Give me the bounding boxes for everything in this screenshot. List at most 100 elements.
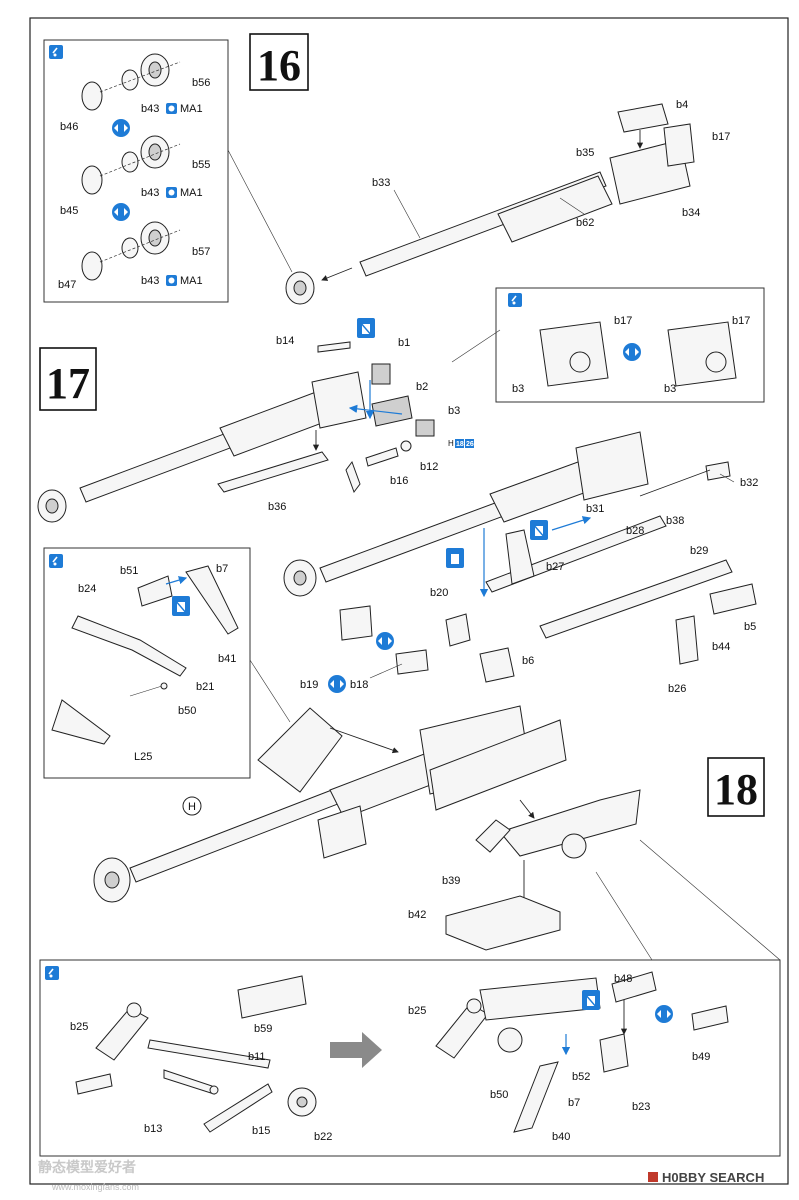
label-b17: b17 [614, 315, 632, 327]
label-b43: b43 [141, 103, 159, 115]
barrel-b33 [285, 171, 613, 305]
label-b12: b12 [420, 461, 438, 473]
step-18: 18 H b39 b42 [93, 705, 781, 961]
page-border [29, 17, 789, 1185]
label-b26: b26 [668, 683, 686, 695]
no-glue-icon [582, 990, 600, 1010]
step-17-inset-b3: b17 b17 b3 b3 [451, 287, 765, 403]
label-b24: b24 [78, 583, 96, 595]
paint-code-label: MA1 [180, 103, 203, 115]
label-b56: b56 [192, 77, 210, 89]
label-b23: b23 [632, 1101, 650, 1113]
parts-b12-b16 [345, 440, 412, 494]
step-16-box [249, 33, 309, 91]
label-b35: b35 [576, 147, 594, 159]
label-b15: b15 [252, 1125, 270, 1137]
step-17-number: 17 [46, 359, 90, 408]
label-b50: b50 [490, 1089, 508, 1101]
barrel-assembly-17a [37, 371, 367, 523]
label-b6: b6 [522, 655, 534, 667]
both-sides-icon [623, 343, 641, 361]
label-b62: b62 [576, 217, 594, 229]
label-b29: b29 [690, 545, 708, 557]
label-b47: b47 [58, 279, 76, 291]
ref-badge-n1: 18 [456, 441, 464, 448]
label-b33: b33 [372, 177, 390, 189]
arrow-icon [330, 1032, 382, 1068]
label-b7: b7 [568, 1097, 580, 1109]
tip-icon [49, 45, 63, 59]
label-b17: b17 [732, 315, 750, 327]
label-L25: L25 [134, 751, 152, 763]
tip-icon [508, 293, 522, 307]
label-b25: b25 [70, 1021, 88, 1033]
label-b13: b13 [144, 1123, 162, 1135]
both-sides-icon [376, 632, 394, 650]
label-b42: b42 [408, 909, 426, 921]
label-b43: b43 [141, 187, 159, 199]
label-b3: b3 [664, 383, 676, 395]
label-b45: b45 [60, 205, 78, 217]
label-b3: b3 [448, 405, 460, 417]
label-b2: b2 [416, 381, 428, 393]
label-b4: b4 [676, 99, 688, 111]
label-b31: b31 [586, 503, 604, 515]
no-glue-icon [172, 596, 190, 616]
label-b51: b51 [120, 565, 138, 577]
label-b48: b48 [614, 973, 632, 985]
label-b16: b16 [390, 475, 408, 487]
step-16-number: 16 [257, 41, 301, 90]
label-b18: b18 [350, 679, 368, 691]
label-b46: b46 [60, 121, 78, 133]
label-b1: b1 [398, 337, 410, 349]
trail-b36 [217, 430, 329, 493]
label-b20: b20 [430, 587, 448, 599]
glue-icon [446, 548, 464, 568]
step-18-inset-bottom: b25 b59 b11 b13 b15 b22 b25 b48 b49 b52 [39, 959, 781, 1157]
breech-block [609, 103, 695, 205]
both-sides-icon [112, 203, 130, 221]
trail-right [475, 789, 641, 921]
label-b3: b3 [512, 383, 524, 395]
no-glue-icon [357, 318, 375, 338]
both-sides-icon [112, 119, 130, 137]
label-b39: b39 [442, 875, 460, 887]
label-b27: b27 [546, 561, 564, 573]
label-b34: b34 [682, 207, 700, 219]
step-16: 16 [43, 33, 730, 305]
hobby-search-logo: H0BBY SEARCH [648, 1170, 764, 1185]
ref-badge-n2: 26 [466, 441, 474, 448]
both-sides-icon [328, 675, 346, 693]
label-b52: b52 [572, 1071, 590, 1083]
label-b44: b44 [712, 641, 730, 653]
label-b14: b14 [276, 335, 294, 347]
hobby-search-text: H0BBY SEARCH [662, 1170, 764, 1185]
paint-icon [166, 275, 177, 286]
tip-icon [49, 554, 63, 568]
label-b28: b28 [626, 525, 644, 537]
parts-b1-b2-b3 [348, 363, 435, 437]
ref-badge-letter: H [448, 439, 454, 448]
step-18-number: 18 [714, 765, 758, 814]
label-b43: b43 [141, 275, 159, 287]
step-17-box [39, 347, 97, 411]
tip-icon [45, 966, 59, 980]
label-b17: b17 [712, 131, 730, 143]
marker-h-letter: H [188, 801, 196, 813]
label-b5: b5 [744, 621, 756, 633]
wheel-assembly-2 [81, 135, 181, 195]
wheel-assembly-3 [81, 221, 181, 281]
label-b38: b38 [666, 515, 684, 527]
label-b21: b21 [196, 681, 214, 693]
label-b32: b32 [740, 477, 758, 489]
label-b11: b11 [248, 1051, 266, 1063]
paint-icon [166, 103, 177, 114]
watermark-url: www.moxingfans.com [51, 1182, 139, 1192]
base-b42 [445, 895, 561, 951]
label-b50: b50 [178, 705, 196, 717]
label-b19: b19 [300, 679, 318, 691]
gun-assembly-18 [93, 705, 567, 903]
step-18-inset-left: b51 b7 b24 b41 b21 b50 L25 [43, 547, 291, 779]
step-17: 17 b17 b17 b3 b3 [37, 287, 765, 695]
no-glue-icon [530, 520, 548, 540]
